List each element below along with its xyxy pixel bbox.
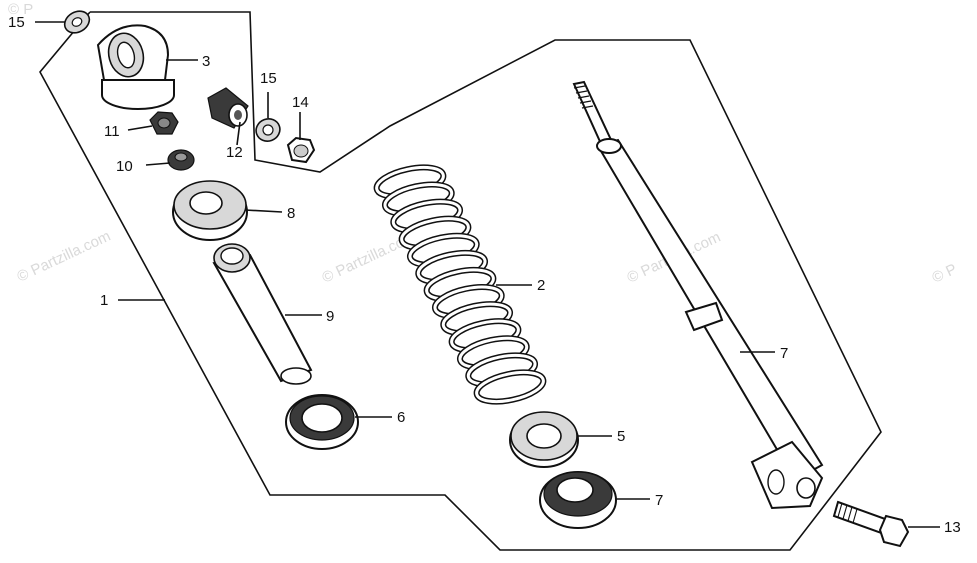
watermark-left: © Partzilla.com: [15, 228, 114, 286]
leader-lines: [35, 21, 940, 528]
watermark-corner: © P: [8, 1, 33, 18]
callout-10: 10: [116, 158, 133, 175]
part-10-washer: [167, 149, 195, 171]
callout-5: 5: [617, 428, 625, 445]
callout-1: 1: [100, 292, 108, 309]
spring-coil: [475, 370, 545, 404]
part-2-spring: [373, 164, 547, 405]
part-9-tube: [212, 243, 313, 385]
callout-7-seat: 7: [655, 492, 663, 509]
part-11-nut: [149, 111, 179, 135]
part-7-lower-spring-seat: [539, 471, 617, 529]
part-15-washer-top: [63, 10, 91, 34]
callout-13: 13: [944, 519, 961, 536]
callout-3: 3: [202, 53, 210, 70]
callout-9: 9: [326, 308, 334, 325]
callout-7-damper: 7: [780, 345, 788, 362]
callout-15-middle: 15: [260, 70, 277, 87]
callout-8: 8: [287, 205, 295, 222]
part-3-upper-mount: [96, 24, 175, 110]
part-8-upper-seat: [172, 180, 248, 241]
callout-11: 11: [104, 123, 120, 140]
callout-6: 6: [397, 409, 405, 426]
part-12-bushing: [207, 87, 249, 129]
part-6-lower-seat: [285, 394, 359, 450]
callout-12: 12: [226, 144, 243, 161]
callout-labels: 15 3 15 14 11 12 10 8 1 9 6 2 5 7 7 13: [8, 14, 961, 536]
part-7-damper-unit: [572, 80, 824, 510]
callout-15-top: 15: [8, 14, 25, 31]
part-15-washer-middle: [255, 118, 281, 142]
part-14-cap-nut: [286, 136, 316, 164]
part-5-spring-washer: [509, 411, 579, 468]
assembly-boundary-outline: [39, 11, 882, 551]
callout-2: 2: [537, 277, 545, 294]
part-13-bolt: [832, 500, 910, 548]
watermark-edge: © P: [930, 261, 960, 287]
callout-14: 14: [292, 94, 309, 111]
